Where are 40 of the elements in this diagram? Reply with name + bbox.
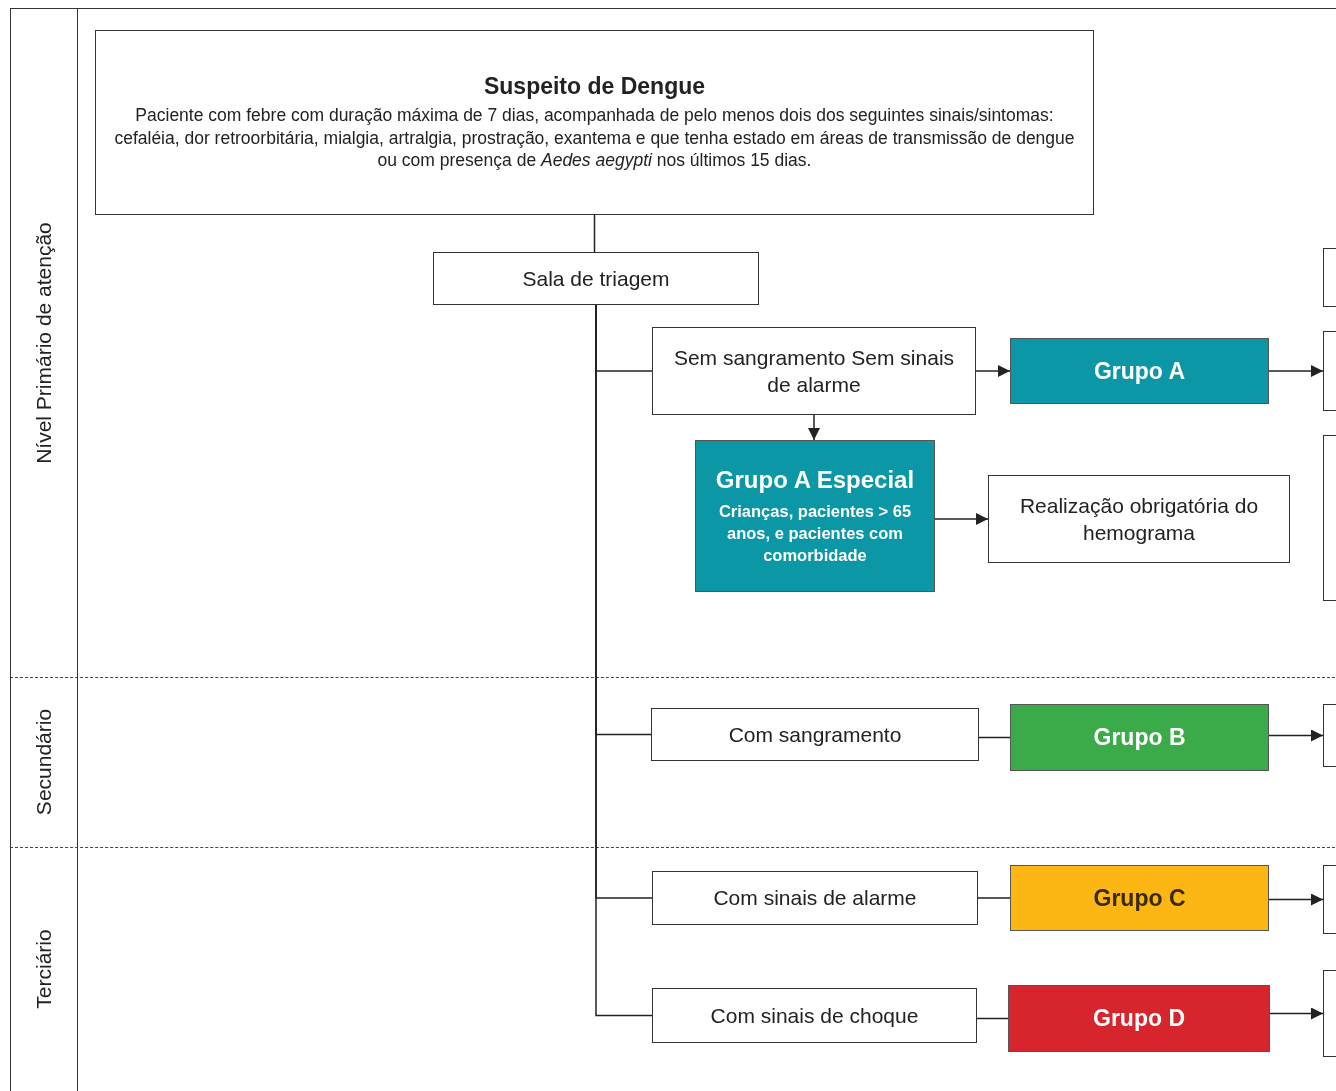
process-box xyxy=(988,475,1290,563)
group-box xyxy=(1010,704,1269,771)
box-text: Com sangramento xyxy=(728,721,902,748)
group-label: Grupo C xyxy=(1093,884,1186,912)
process-box xyxy=(652,871,978,925)
lane-label: Nível Primário de atenção xyxy=(32,221,56,464)
connector-line xyxy=(978,736,1011,739)
arrow xyxy=(934,513,989,525)
group-description: Crianças, pacientes > 65 anos, e pacientes com comorbidade xyxy=(717,500,913,567)
arrow xyxy=(1268,729,1324,742)
arrow xyxy=(808,414,820,441)
box-text: Com sinais de choque xyxy=(710,1002,919,1029)
box-text: Realização obrigatória do hemograma xyxy=(1018,492,1260,546)
arrow xyxy=(975,365,1011,377)
process-box xyxy=(652,988,977,1043)
group-heading: Grupo A Especial xyxy=(715,465,915,494)
arrow xyxy=(1268,365,1324,377)
group-label: Grupo A xyxy=(1093,357,1186,385)
group-box xyxy=(1010,865,1269,931)
arrow xyxy=(1269,1007,1324,1020)
process-box xyxy=(433,252,759,305)
box-text: Com sinais de alarme xyxy=(713,885,917,912)
box-text: Sem sangramento Sem sinais de alarme xyxy=(672,344,956,398)
box-description: Paciente com febre com duração máxima de 7 dias, acompanhada de pelo menos dois dos seguintes sinais/sintomas: cefaléia, dor retroorbitária, mialgia, artralgia, prostração, exantema e que tenha estado em áreas de transmissão de dengue ou com presença de Aedes aegypti nos últimos 15 dias. xyxy=(113,103,1076,173)
group-box xyxy=(1010,338,1269,404)
arrow xyxy=(1268,893,1324,906)
lane-label: Terciário xyxy=(32,929,56,1009)
process-box xyxy=(651,708,979,761)
box-text: Sala de triagem xyxy=(522,265,670,292)
connector-line xyxy=(977,897,1011,899)
connector-line xyxy=(593,214,596,253)
connector-line xyxy=(976,1017,1009,1020)
group-box xyxy=(695,440,935,592)
box-title: Suspeito de Dengue xyxy=(483,72,706,100)
process-box xyxy=(95,30,1094,215)
process-box xyxy=(652,327,976,415)
group-box xyxy=(1008,985,1270,1052)
lane-label: Secundário xyxy=(32,708,56,816)
group-label: Grupo B xyxy=(1093,724,1186,751)
group-label: Grupo D xyxy=(1093,1005,1185,1032)
